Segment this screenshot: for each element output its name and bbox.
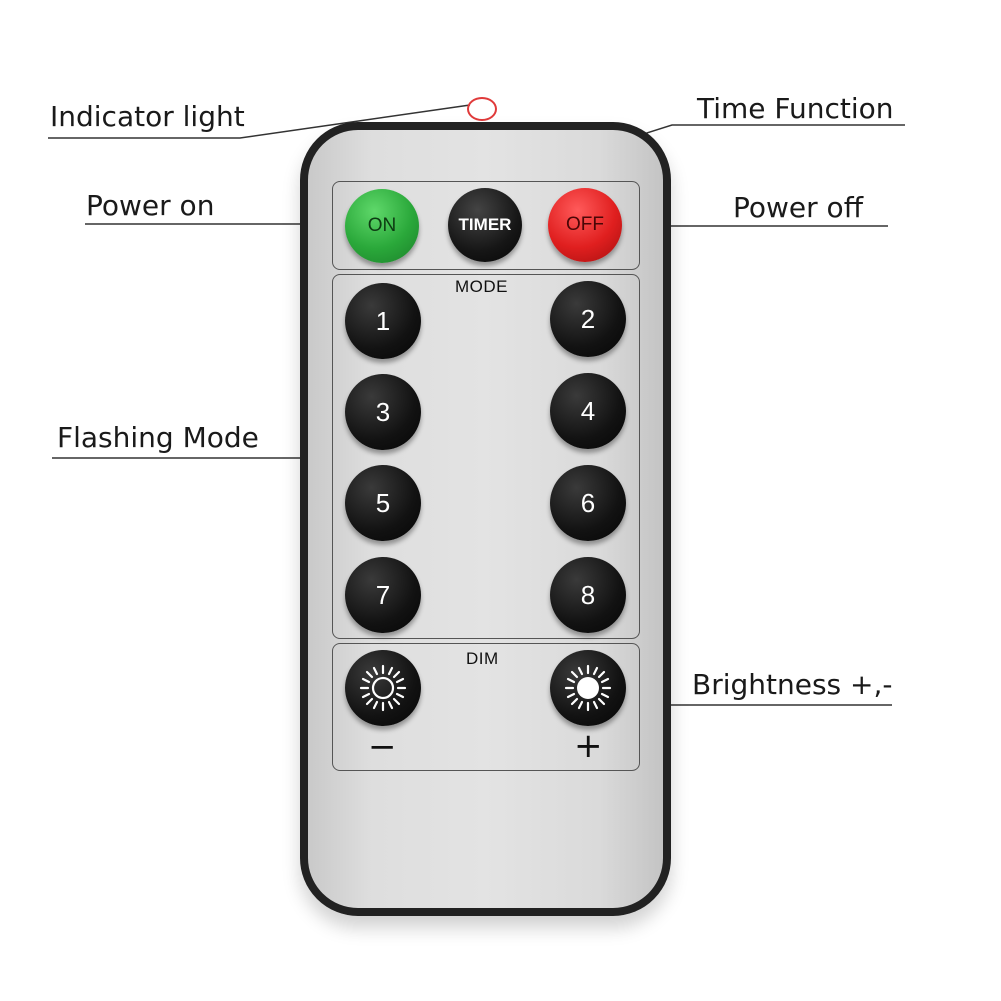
power-panel — [332, 181, 640, 270]
mode-button-7[interactable]: 7 — [345, 557, 421, 633]
dim-panel — [332, 643, 640, 771]
callout-power-off: Power off — [733, 191, 863, 224]
callout-brightness: Brightness +,- — [692, 668, 893, 701]
dim-minus-sign: − — [368, 727, 397, 767]
on-button[interactable]: ON — [345, 189, 419, 263]
callout-flashing-mode: Flashing Mode — [57, 421, 259, 454]
mode-button-5[interactable]: 5 — [345, 465, 421, 541]
callout-power-on: Power on — [86, 189, 215, 222]
sun-icon — [359, 664, 407, 712]
indicator-light-marker — [467, 97, 497, 121]
sun-filled-icon — [564, 664, 612, 712]
dim-label: DIM — [466, 649, 499, 668]
mode-button-3[interactable]: 3 — [345, 374, 421, 450]
dim-minus-button[interactable] — [345, 650, 421, 726]
callout-indicator-light: Indicator light — [50, 100, 245, 133]
callout-time-function: Time Function — [697, 92, 894, 125]
mode-button-6[interactable]: 6 — [550, 465, 626, 541]
mode-button-1[interactable]: 1 — [345, 283, 421, 359]
off-button[interactable]: OFF — [548, 188, 622, 262]
mode-panel — [332, 274, 640, 639]
dim-plus-sign: + — [574, 726, 603, 766]
mode-label: MODE — [455, 277, 508, 296]
timer-button[interactable]: TIMER — [448, 188, 522, 262]
mode-button-8[interactable]: 8 — [550, 557, 626, 633]
dim-plus-button[interactable] — [550, 650, 626, 726]
mode-button-4[interactable]: 4 — [550, 373, 626, 449]
mode-button-2[interactable]: 2 — [550, 281, 626, 357]
leader-indicator — [48, 104, 471, 139]
